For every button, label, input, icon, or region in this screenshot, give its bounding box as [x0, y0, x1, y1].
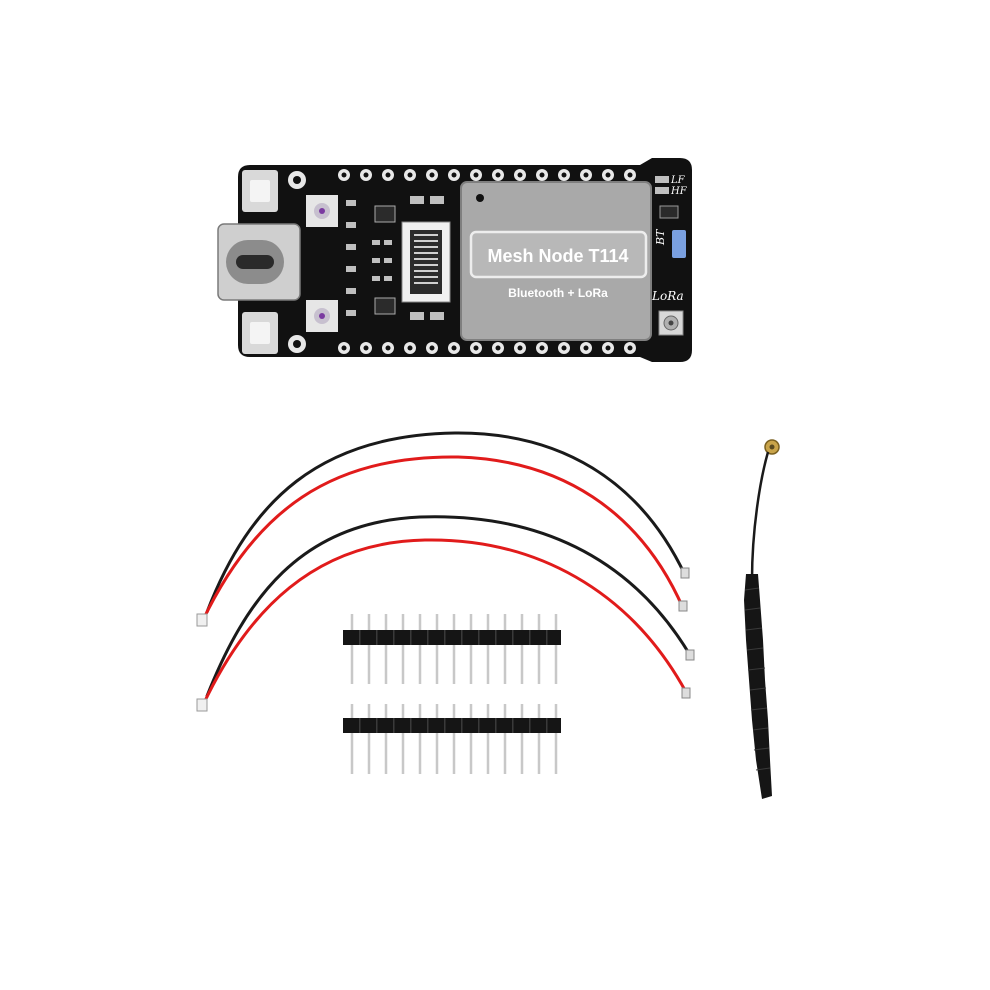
antenna-body — [744, 574, 772, 799]
mesh-node-board: Mesh Node T114 Bluetooth + LoRa LF HF BT… — [217, 158, 692, 362]
reset-button — [242, 170, 278, 212]
fpc-connector — [401, 221, 451, 303]
cable-2-red — [201, 538, 688, 707]
cable-1-plug — [196, 613, 208, 627]
ipex-connector — [658, 310, 684, 336]
antenna-cable — [750, 451, 770, 581]
silk-lf: LF — [670, 175, 686, 186]
shield-label-box — [469, 230, 648, 279]
battery-cable-1 — [196, 431, 690, 627]
smd-components — [346, 196, 444, 320]
silk-lora: LoRa — [651, 289, 684, 303]
user-button — [242, 312, 278, 354]
cable-1-black — [205, 431, 687, 614]
usb-c-connector-icon — [217, 223, 301, 301]
rf-shield-module: Mesh Node T114 Bluetooth + LoRa — [460, 181, 652, 341]
silk-hf: HF — [670, 186, 688, 197]
silk-bt: BT — [654, 228, 667, 246]
shield-subtitle: Bluetooth + LoRa — [508, 286, 608, 300]
battery-cable-2 — [196, 515, 695, 712]
ipex-antenna-icon — [744, 439, 780, 799]
led-bottom — [306, 300, 338, 332]
pin-header-1 — [343, 614, 561, 684]
shield-title: Mesh Node T114 — [487, 246, 628, 266]
led-top — [306, 195, 338, 227]
right-silkscreen: LF HF BT LoRa — [651, 175, 688, 336]
pin-header-2 — [343, 704, 561, 774]
cable-2-black — [205, 515, 692, 698]
cable-1-red — [201, 455, 685, 622]
switch — [672, 230, 686, 258]
cable-2-plug — [196, 698, 208, 712]
